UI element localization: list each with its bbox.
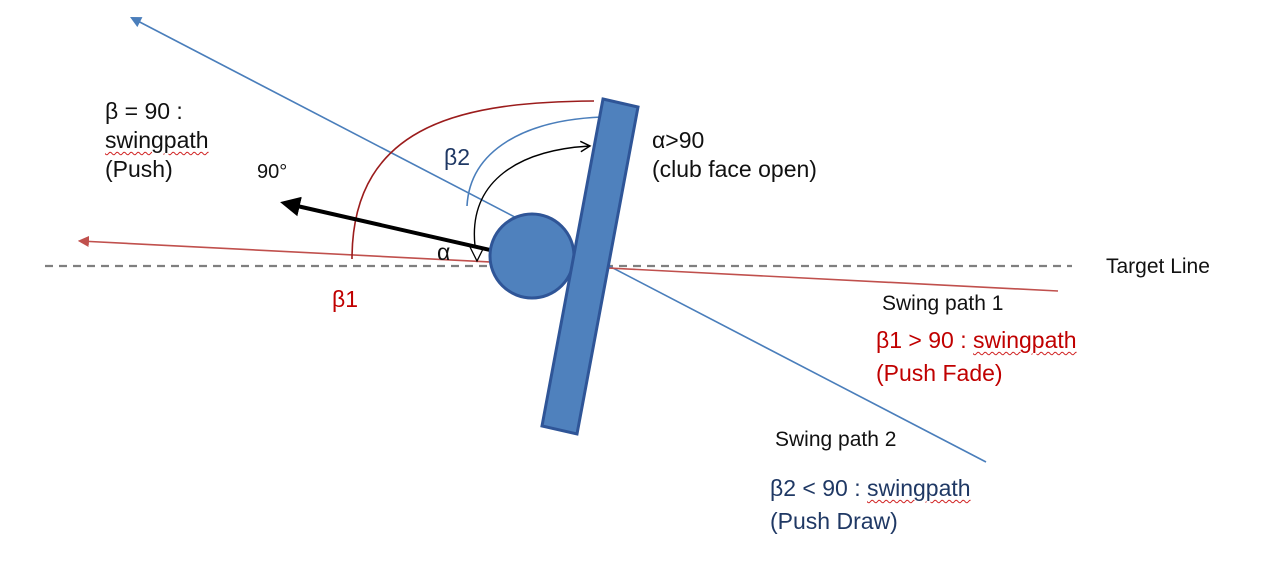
- swing-path-2-swingpath-word: swingpath: [867, 475, 971, 501]
- beta2-arc: [466, 116, 603, 207]
- swing-path-2-desc: β2 < 90 : swingpath (Push Draw): [770, 472, 971, 539]
- alpha-gt-90-line2: (club face open): [652, 155, 817, 182]
- alpha-angle-label: α: [437, 239, 451, 265]
- ninety-degree-label: 90°: [257, 161, 288, 183]
- beta90-swingpath-word: swingpath: [105, 126, 209, 153]
- swing-path-2-line1: β2 < 90 : swingpath: [770, 472, 971, 505]
- beta2-angle-label: β2: [444, 144, 471, 170]
- ninety-degree-arrow: [280, 196, 513, 257]
- alpha-gt-90-label: α>90 (club face open): [652, 126, 817, 184]
- club-face: [540, 97, 640, 436]
- beta90-line2: swingpath: [105, 126, 209, 155]
- beta90-line3: (Push): [105, 155, 173, 182]
- beta1-angle-label: β1: [332, 286, 359, 312]
- swing-path-1-swingpath-word: swingpath: [973, 327, 1077, 353]
- beta90-label: β = 90 : swingpath (Push): [105, 97, 209, 183]
- swing-path-1-title: Swing path 1: [882, 292, 1004, 315]
- alpha-indicator: [469, 246, 485, 263]
- swing-path-2-line2: (Push Draw): [770, 508, 898, 535]
- swing-path-2-prefix: β2 < 90 :: [770, 475, 867, 501]
- swing-path-2-title: Swing path 2: [775, 428, 897, 451]
- beta1-arc: [351, 100, 595, 260]
- swing-path-1-line1: β1 > 90 : swingpath: [876, 324, 1077, 357]
- swing-path-1-desc: β1 > 90 : swingpath (Push Fade): [876, 324, 1077, 391]
- beta90-line1: β = 90 :: [105, 98, 183, 124]
- swing-path-1-line2: (Push Fade): [876, 360, 1003, 387]
- alpha-arc: [473, 140, 592, 247]
- target-line-label: Target Line: [1106, 255, 1210, 278]
- swing-path-1-prefix: β1 > 90 :: [876, 327, 973, 353]
- alpha-gt-90-line1: α>90: [652, 127, 705, 153]
- golf-ball: [488, 212, 576, 300]
